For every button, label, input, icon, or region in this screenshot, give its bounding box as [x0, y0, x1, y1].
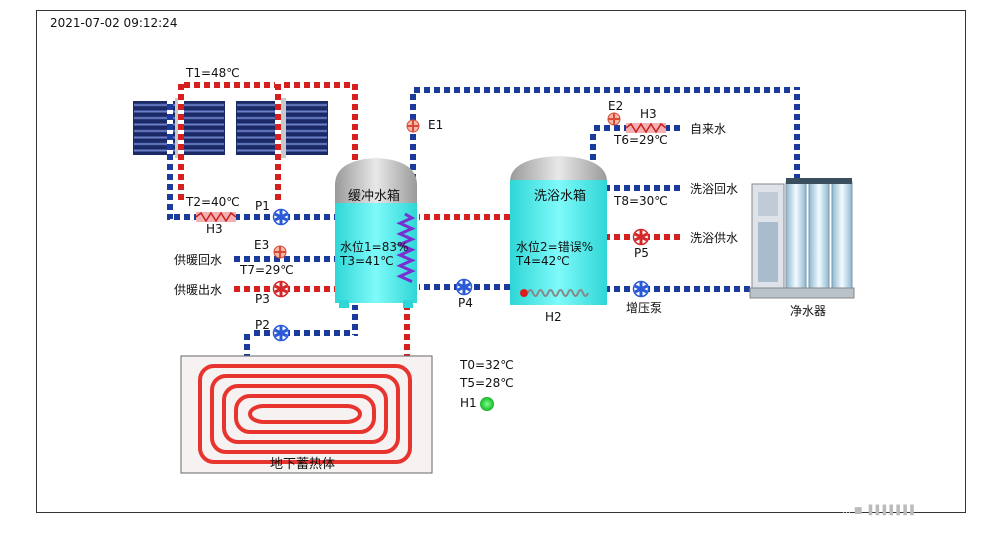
floor-coil-loop [210, 374, 400, 454]
t0-reading: T0=32℃ [460, 358, 514, 372]
h3-right-label: H3 [640, 107, 657, 121]
booster-pump-label: 增压泵 [626, 301, 663, 315]
pump-p1[interactable] [272, 208, 290, 226]
bath-tank [510, 156, 607, 305]
buffer-tank-coil [396, 212, 416, 283]
e1-label: E1 [428, 118, 444, 132]
pump-p2[interactable] [272, 324, 290, 342]
p3-label: P3 [255, 292, 270, 306]
p2-label: P2 [255, 318, 270, 332]
e3-label: E3 [254, 238, 270, 252]
h3-left-label: H3 [206, 222, 223, 236]
h1-label: H1 [460, 396, 477, 410]
floor-coil-loop [248, 404, 362, 424]
timestamp: 2021-07-02 09:12:24 [50, 16, 178, 30]
h1-status-indicator [480, 397, 494, 411]
t3-reading: T3=41℃ [340, 254, 394, 268]
heating-return-label: 供暖回水 [174, 253, 223, 267]
diagram-frame [36, 10, 966, 513]
t5-reading: T5=28℃ [460, 376, 514, 390]
solar-manifold [278, 98, 286, 158]
t1-reading: T1=48℃ [186, 66, 240, 80]
t8-reading: T8=30℃ [614, 194, 668, 208]
pump-p3[interactable] [272, 280, 290, 298]
p4-label: P4 [458, 296, 473, 310]
watermark: … ■ ▐▐▐▐▐▐▐ [842, 506, 914, 516]
floor-storage-label: 地下蓄热体 [270, 457, 336, 472]
water-purifier [749, 178, 855, 299]
h2-label: H2 [545, 310, 562, 324]
valve-e1[interactable] [406, 119, 420, 133]
h2-heater-element [520, 289, 589, 297]
floor-heat-storage [180, 355, 433, 474]
pump-p5[interactable] [632, 228, 650, 246]
purifier-label: 净水器 [790, 304, 827, 318]
coil-line [396, 212, 416, 283]
tap-water-label: 自来水 [690, 122, 727, 136]
floor-coil-loop [198, 364, 412, 464]
t4-reading: T4=42℃ [516, 254, 570, 268]
pump-booster[interactable] [632, 280, 650, 298]
heating-supply-label: 供暖出水 [174, 283, 223, 297]
floor-coil-loop [222, 384, 388, 444]
buffer-tank-title: 缓冲水箱 [348, 189, 401, 204]
bath-tank-level: 水位2=错误% [516, 240, 594, 254]
buffer-tank-level: 水位1=83% [340, 240, 409, 254]
bath-supply-label: 洗浴供水 [690, 231, 739, 245]
h3-heater-left [195, 211, 237, 223]
bath-return-label: 洗浴回水 [690, 182, 739, 196]
e2-label: E2 [608, 99, 624, 113]
t6-reading: T6=29℃ [614, 133, 668, 147]
h3-heater-right [625, 122, 667, 134]
p1-label: P1 [255, 199, 270, 213]
t2-reading: T2=40℃ [186, 195, 240, 209]
floor-coil-loop [234, 394, 376, 434]
bath-tank-title: 洗浴水箱 [534, 189, 587, 204]
valve-e2[interactable] [607, 112, 621, 126]
valve-e3[interactable] [273, 245, 287, 259]
pump-p4[interactable] [455, 278, 473, 296]
t7-reading: T7=29℃ [240, 263, 294, 277]
p5-label: P5 [634, 246, 649, 260]
